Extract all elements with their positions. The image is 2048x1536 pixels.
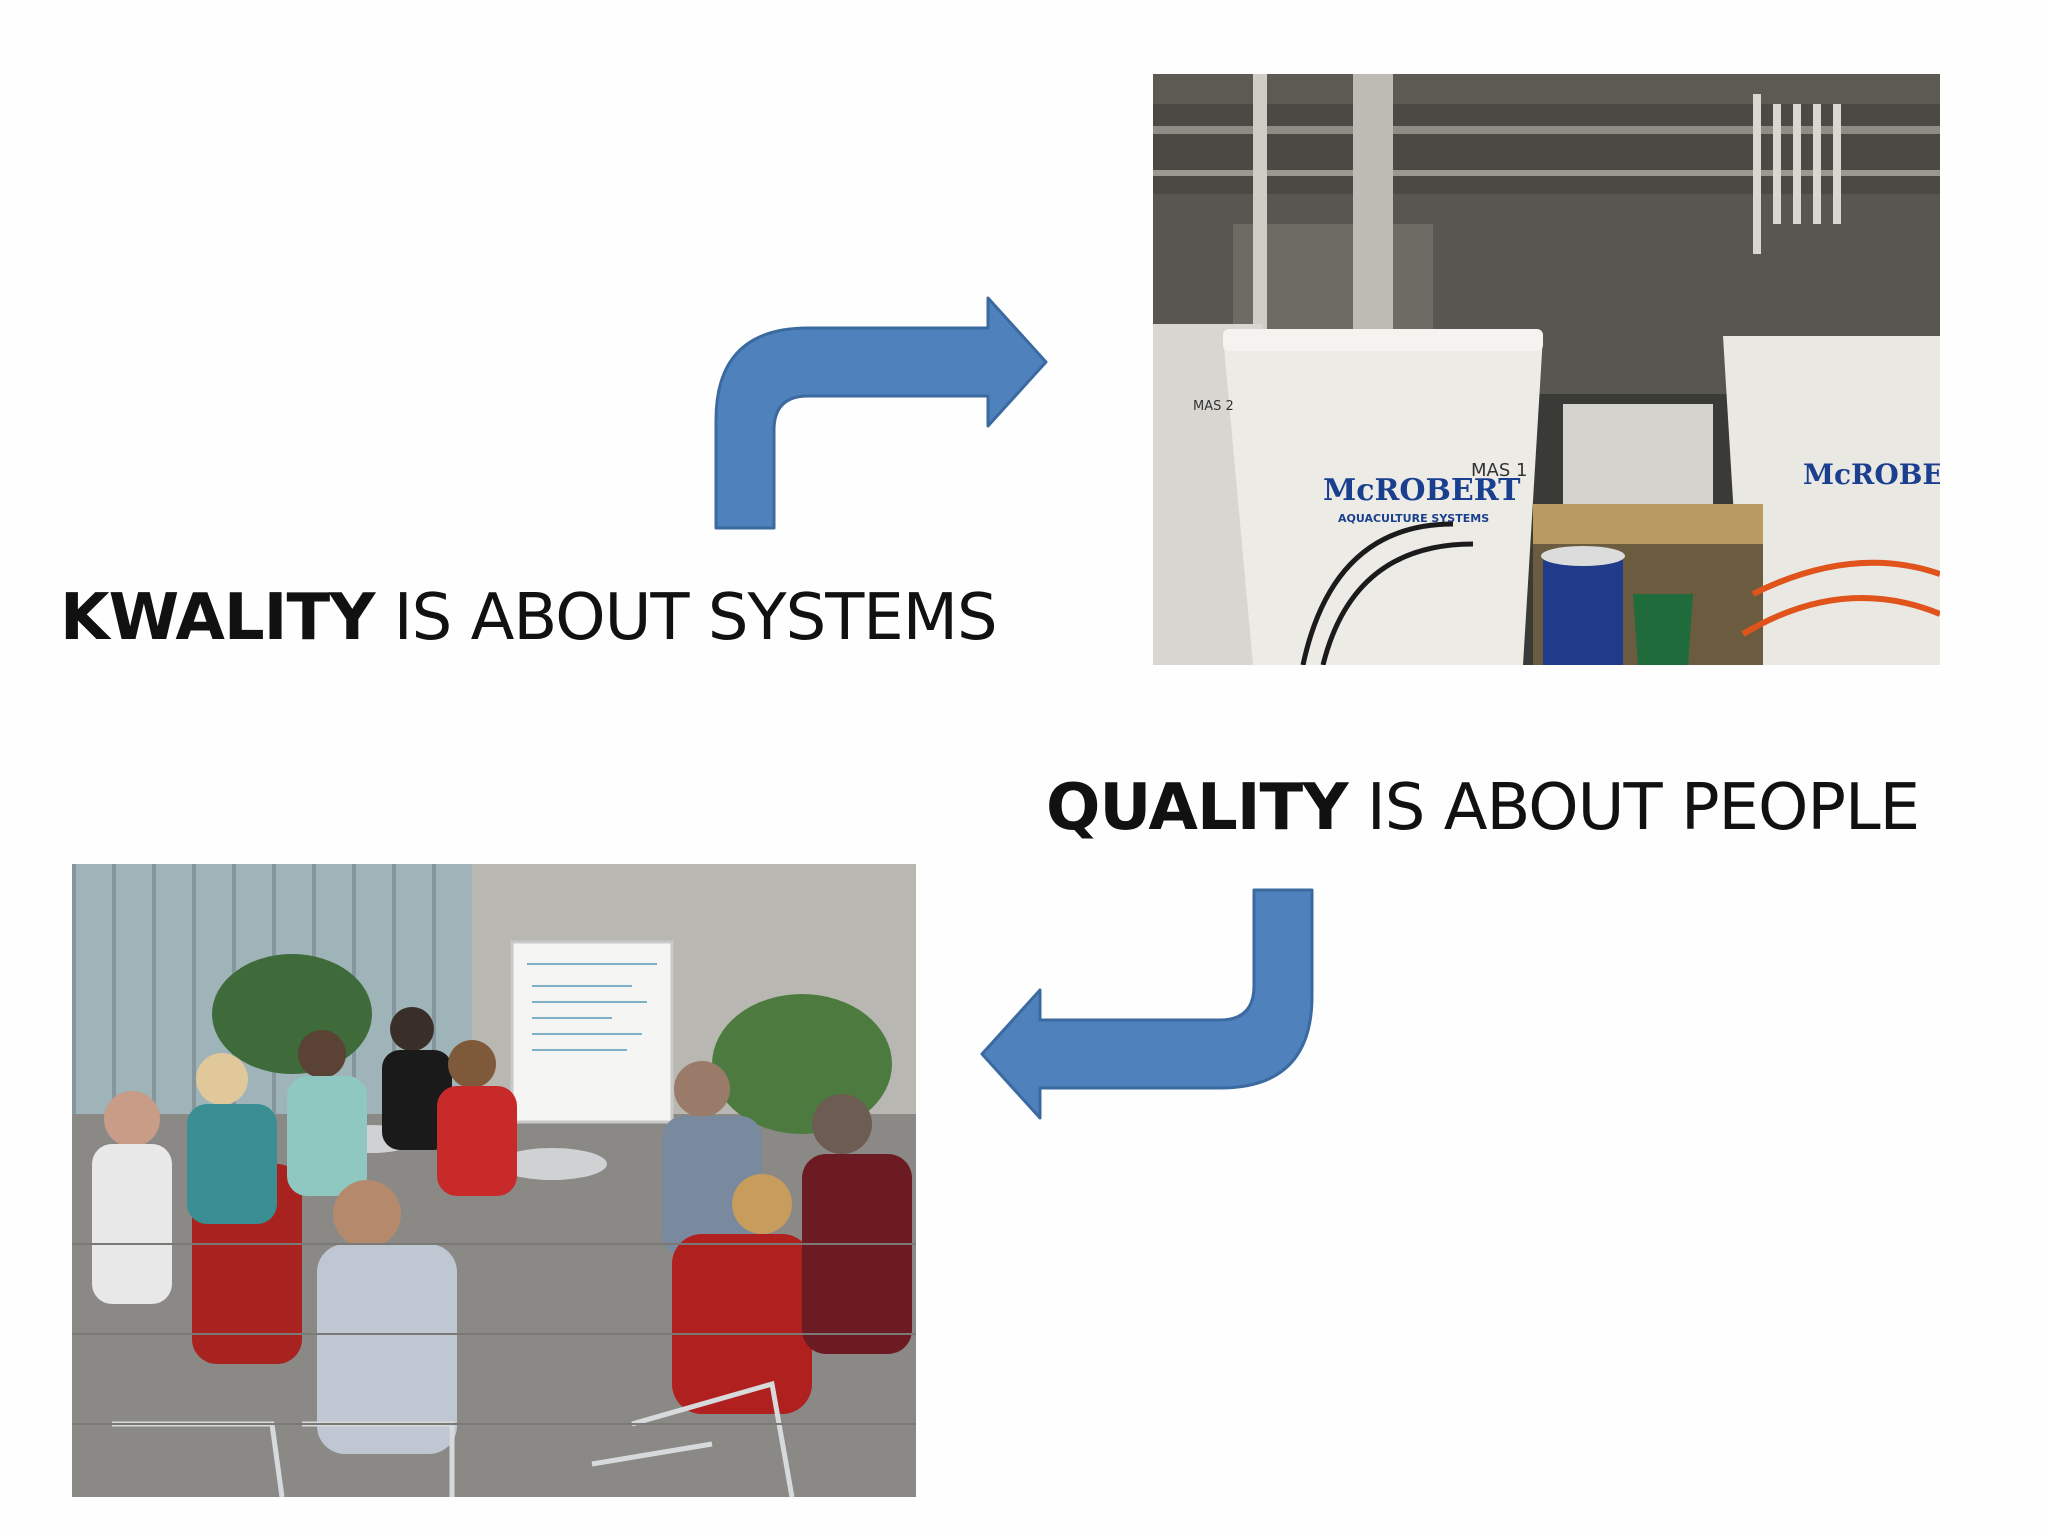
tank-subtitle-text: AQUACULTURE SYSTEMS [1338,512,1489,525]
photo-aquaculture-systems: McROBERT AQUACULTURE SYSTEMS MAS 1 MAS 2… [1153,74,1940,665]
caption-people: QUALITY IS ABOUT PEOPLE [1046,776,1920,840]
caption-systems: KWALITY IS ABOUT SYSTEMS [60,586,998,650]
tank-label-1: MAS 1 [1471,460,1527,481]
tank-label-2: MAS 2 [1193,399,1234,414]
caption-people-keyword: QUALITY [1046,771,1349,845]
bent-arrow-left-icon [980,888,1314,1120]
photo-people-meeting [72,864,916,1497]
bent-arrow-right-icon [714,296,1048,530]
caption-systems-keyword: KWALITY [60,581,375,655]
arrow-left-shape [980,888,1314,1120]
caption-systems-rest: IS ABOUT SYSTEMS [374,581,998,655]
tank-brand-text: McROBERT [1323,473,1521,508]
aquaculture-illustration: McROBERT AQUACULTURE SYSTEMS MAS 1 MAS 2… [1153,74,1940,665]
meeting-illustration [72,864,916,1497]
tank-brand-text-right: McROBERT [1803,458,1940,491]
arrow-right-shape [714,296,1048,530]
caption-people-rest: IS ABOUT PEOPLE [1347,771,1920,845]
